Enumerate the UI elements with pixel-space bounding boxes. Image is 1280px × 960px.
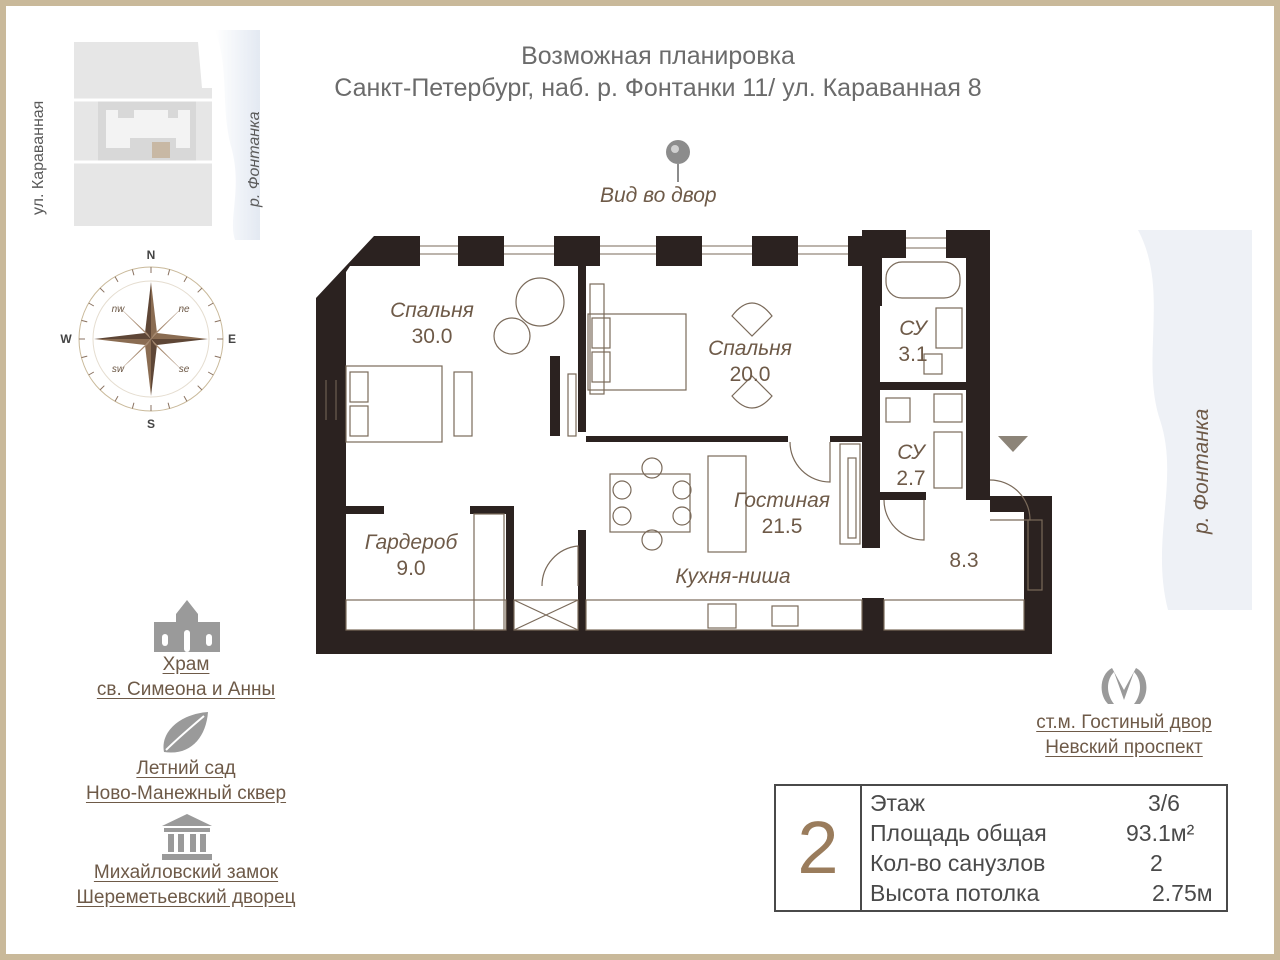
poi-garden-line1[interactable]: Летний сад — [136, 758, 236, 779]
room-kitchen-name: Кухня-ниша — [675, 565, 791, 588]
room-wardrobe-area: 9.0 — [396, 557, 426, 580]
compass-tick — [114, 276, 119, 283]
compass-tick — [167, 402, 171, 409]
poi-metro[interactable]: ст.м. Гостиный двор Невский проспект — [996, 710, 1252, 760]
room-living-name: Гостиная — [733, 489, 831, 512]
compass-s: S — [147, 417, 155, 431]
room-bath-2-area: 2.7 — [896, 467, 926, 490]
leaf-icon — [163, 712, 208, 753]
apartment-info-box: 2 Этаж 3/6 Площадь общая 93.1м² Кол-во с… — [774, 784, 1228, 912]
plan-title: Возможная планировка — [521, 42, 795, 70]
room-bedroom-2-area: 20.0 — [729, 363, 771, 386]
columns-icon — [162, 814, 212, 860]
compass-tick — [167, 269, 171, 276]
info-row-floor: Этаж 3/6 — [870, 790, 1220, 820]
compass-tick — [214, 355, 221, 359]
room-bath-2-name: СУ — [897, 441, 925, 464]
compass-tick — [183, 276, 188, 283]
compass-tick — [88, 302, 95, 307]
poi-church-line2[interactable]: св. Симеона и Анны — [96, 679, 276, 700]
compass-tick — [207, 302, 214, 307]
room-wardrobe-name: Гардероб — [364, 531, 458, 554]
poi-metro-line1[interactable]: ст.м. Гостиный двор — [1036, 712, 1212, 733]
info-height-label: Высота потолка — [870, 880, 1040, 906]
compass-tick — [81, 355, 88, 359]
rooms-count: 2 — [776, 786, 862, 910]
view-label: Вид во двор — [600, 184, 717, 207]
room-bedroom-2-name: Спальня — [708, 337, 792, 360]
compass-tick — [207, 371, 214, 376]
poi-castle-line2[interactable]: Шереметьевский дворец — [76, 887, 296, 908]
poi-castle[interactable]: Михайловский замок Шереметьевский дворец — [36, 860, 336, 910]
room-living-area: 21.5 — [761, 515, 803, 538]
info-row-baths: Кол-во санузлов 2 — [870, 850, 1220, 880]
info-area-value: 93.1м² — [1126, 820, 1195, 846]
compass-ne: ne — [178, 304, 190, 315]
compass-tick — [131, 402, 135, 409]
compass-nw: nw — [112, 304, 126, 315]
info-floor-value: 3/6 — [1148, 790, 1180, 816]
info-area-label: Площадь общая — [870, 820, 1047, 846]
info-row-height: Высота потолка 2.75м — [870, 880, 1220, 910]
room-bath-1-area: 3.1 — [898, 343, 928, 366]
compass-tick — [88, 371, 95, 376]
room-bath-1-name: СУ — [899, 317, 927, 340]
entrance-icon — [998, 436, 1028, 452]
compass-sw: sw — [112, 364, 125, 375]
room-bedroom-1-name: Спальня — [390, 299, 474, 322]
compass-tick — [114, 395, 119, 402]
poi-garden-line2[interactable]: Ново-Манежный сквер — [85, 783, 287, 804]
view-pin-icon — [666, 140, 690, 182]
compass-tick — [183, 395, 188, 402]
info-floor-label: Этаж — [870, 790, 925, 816]
info-baths-label: Кол-во санузлов — [870, 850, 1046, 876]
church-icon — [154, 600, 220, 652]
compass-w: W — [60, 332, 72, 346]
info-baths-value: 2 — [1150, 850, 1163, 876]
plan-address: Санкт-Петербург, наб. р. Фонтанки 11/ ул… — [334, 74, 982, 102]
compass-tick — [99, 385, 105, 391]
compass-se: se — [179, 364, 190, 375]
room-bedroom-1-area: 30.0 — [411, 325, 453, 348]
compass-e: E — [228, 332, 236, 346]
poi-garden[interactable]: Летний сад Ново-Манежный сквер — [42, 756, 330, 806]
compass-tick — [214, 319, 221, 323]
info-height-value: 2.75м — [1152, 880, 1213, 906]
poi-church[interactable]: Храм св. Симеона и Анны — [60, 652, 312, 702]
compass-tick — [197, 287, 203, 293]
poi-castle-line1[interactable]: Михайловский замок — [93, 862, 279, 883]
poi-church-line1[interactable]: Храм — [162, 654, 210, 675]
metro-icon — [1101, 668, 1147, 704]
compass-tick — [99, 287, 105, 293]
room-hall-area: 8.3 — [949, 549, 979, 572]
location-map — [74, 30, 260, 240]
compass-tick — [197, 385, 203, 391]
river-fontanka-label: р. Фонтанка — [1190, 408, 1213, 534]
poi-metro-line2[interactable]: Невский проспект — [1045, 737, 1203, 758]
compass-tick — [131, 269, 135, 276]
compass-tick — [81, 319, 88, 323]
compass-n: N — [147, 248, 156, 262]
compass-rose: N S E W nw ne sw se — [60, 248, 236, 431]
info-row-area: Площадь общая 93.1м² — [870, 820, 1220, 850]
